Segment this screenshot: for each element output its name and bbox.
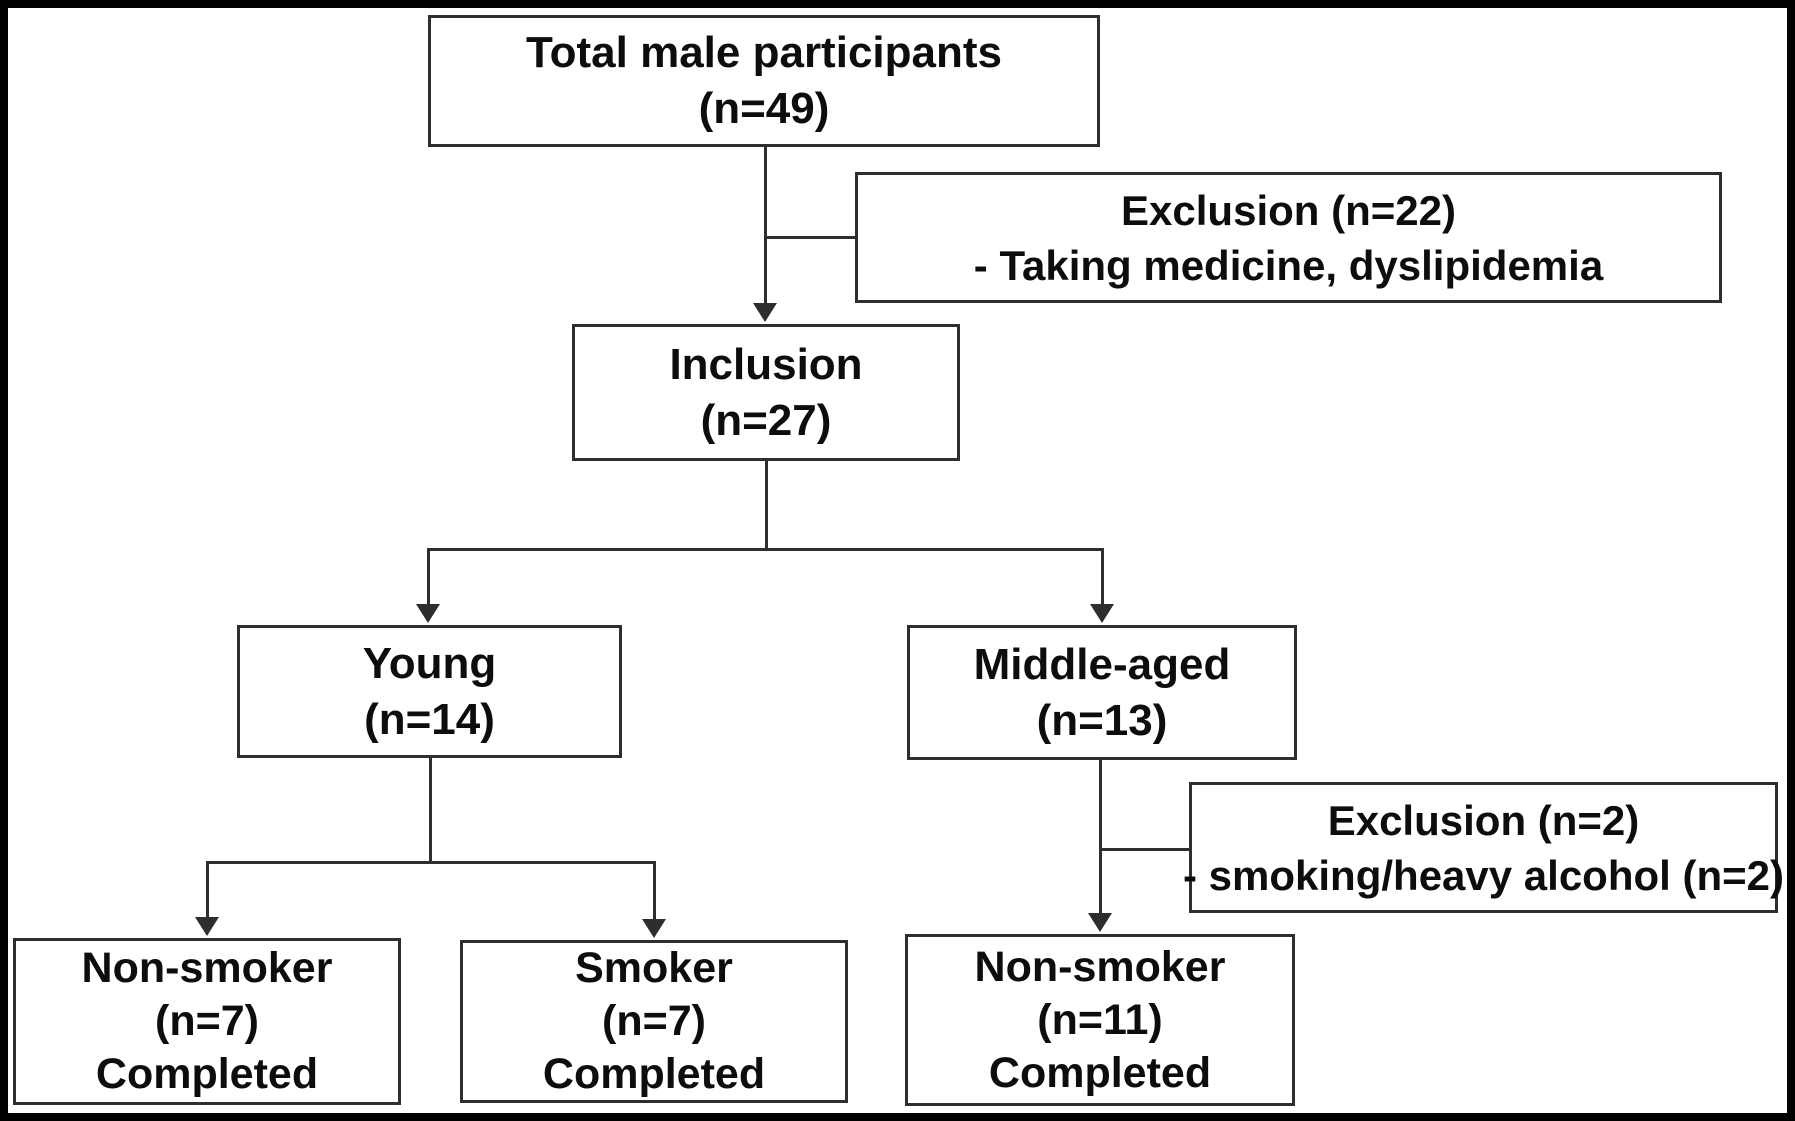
connector-inclusion-to-branch (765, 461, 768, 551)
arrowhead-young-smoker (642, 919, 666, 938)
exclusion-2-label: Exclusion (n=2) (1327, 796, 1640, 844)
total-participants-count: (n=49) (698, 84, 830, 133)
middle-nonsmoker-label: Non-smoker (974, 942, 1226, 991)
young-smoker-box: Smoker (n=7) Completed (460, 940, 848, 1103)
young-label: Young (362, 638, 497, 688)
middle-nonsmoker-box: Non-smoker (n=11) Completed (905, 934, 1295, 1106)
arrowhead-young-nonsmoker (195, 917, 219, 936)
exclusion-2-reason: - smoking/heavy alcohol (n=2) (1183, 851, 1784, 899)
total-participants-label: Total male participants (526, 28, 1002, 77)
young-nonsmoker-box: Non-smoker (n=7) Completed (13, 938, 401, 1105)
young-smoker-status: Completed (542, 1050, 766, 1098)
connector-branch-to-young (427, 548, 430, 605)
connector-to-exclusion-2 (1099, 848, 1189, 851)
middle-nonsmoker-status: Completed (988, 1048, 1212, 1097)
inclusion-label: Inclusion (669, 339, 863, 389)
connector-young-to-branch (429, 758, 432, 864)
connector-branch-to-young-smoker (653, 861, 656, 921)
inclusion-box: Inclusion (n=27) (572, 324, 960, 461)
young-group-box: Young (n=14) (237, 625, 622, 758)
middle-aged-label: Middle-aged (973, 639, 1231, 689)
total-participants-box: Total male participants (n=49) (428, 15, 1100, 147)
inclusion-count: (n=27) (700, 395, 832, 445)
branch-inclusion-split (427, 548, 1104, 551)
middle-aged-group-box: Middle-aged (n=13) (907, 625, 1297, 760)
young-nonsmoker-count: (n=7) (155, 997, 259, 1045)
arrowhead-middle-aged (1090, 604, 1114, 623)
exclusion-2-box: Exclusion (n=2) - smoking/heavy alcohol … (1183, 782, 1784, 913)
connector-branch-to-middle (1101, 548, 1104, 605)
middle-aged-count: (n=13) (1036, 695, 1168, 745)
young-nonsmoker-label: Non-smoker (81, 944, 333, 992)
arrowhead-middle-nonsmoker (1088, 913, 1112, 932)
arrowhead-young (416, 604, 440, 623)
exclusion-1-reason: - Taking medicine, dyslipidemia (973, 241, 1604, 289)
connector-middle-to-nonsmoker (1099, 760, 1102, 916)
connector-total-to-inclusion (764, 147, 767, 307)
middle-nonsmoker-count: (n=11) (1037, 995, 1163, 1044)
connector-to-exclusion-1 (764, 236, 855, 239)
exclusion-1-box: Exclusion (n=22) - Taking medicine, dysl… (855, 172, 1722, 303)
branch-young-split (206, 861, 656, 864)
exclusion-1-label: Exclusion (n=22) (1121, 186, 1456, 234)
connector-branch-to-young-nonsmoker (206, 861, 209, 919)
young-smoker-label: Smoker (575, 944, 733, 992)
young-smoker-count: (n=7) (602, 997, 706, 1045)
young-count: (n=14) (364, 694, 495, 744)
arrowhead-inclusion (753, 303, 777, 322)
young-nonsmoker-status: Completed (95, 1050, 319, 1098)
